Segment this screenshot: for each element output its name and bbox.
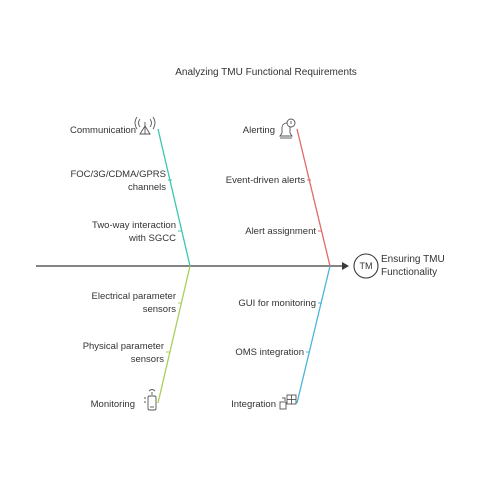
spine-arrowhead — [342, 262, 349, 270]
device-icon — [144, 389, 157, 411]
effect-label-line2: Functionality — [381, 267, 438, 278]
effect-label: Ensuring TMU Functionality — [381, 253, 445, 279]
cause-two-way-interaction: Two-way interaction with SGCC — [92, 220, 176, 244]
cause-electrical-parameter-sensors: Electrical parameter sensors — [91, 291, 176, 315]
cause-event-driven-alerts: Event-driven alerts — [225, 175, 305, 186]
antenna-icon — [134, 116, 156, 135]
category-alerting: Alerting — [242, 125, 275, 136]
cause-physical-parameter-sensors: Physical parameter sensors — [82, 341, 164, 365]
bone-alerting — [296, 128, 331, 267]
category-integration: Integration — [231, 399, 276, 410]
cause-foc-channels: FOC/3G/CDMA/GPRS channels — [70, 169, 166, 193]
cause-gui-for-monitoring: GUI for monitoring — [238, 298, 316, 309]
cause-alert-assignment: Alert assignment — [245, 226, 316, 237]
category-communication: Communication — [70, 125, 136, 136]
effect-badge-text: TM — [359, 261, 373, 271]
bone-monitoring — [157, 265, 191, 404]
effect-label-line1: Ensuring TMU — [381, 254, 445, 265]
effect-badge-circle — [353, 253, 379, 279]
diagram-title: Analyzing TMU Functional Requirements — [175, 67, 357, 78]
bone-integration — [296, 265, 331, 404]
category-monitoring: Monitoring — [90, 399, 135, 410]
bell-icon — [279, 118, 296, 139]
bone-communication — [157, 128, 191, 267]
cause-oms-integration: OMS integration — [235, 347, 304, 358]
integration-icon — [279, 394, 297, 410]
